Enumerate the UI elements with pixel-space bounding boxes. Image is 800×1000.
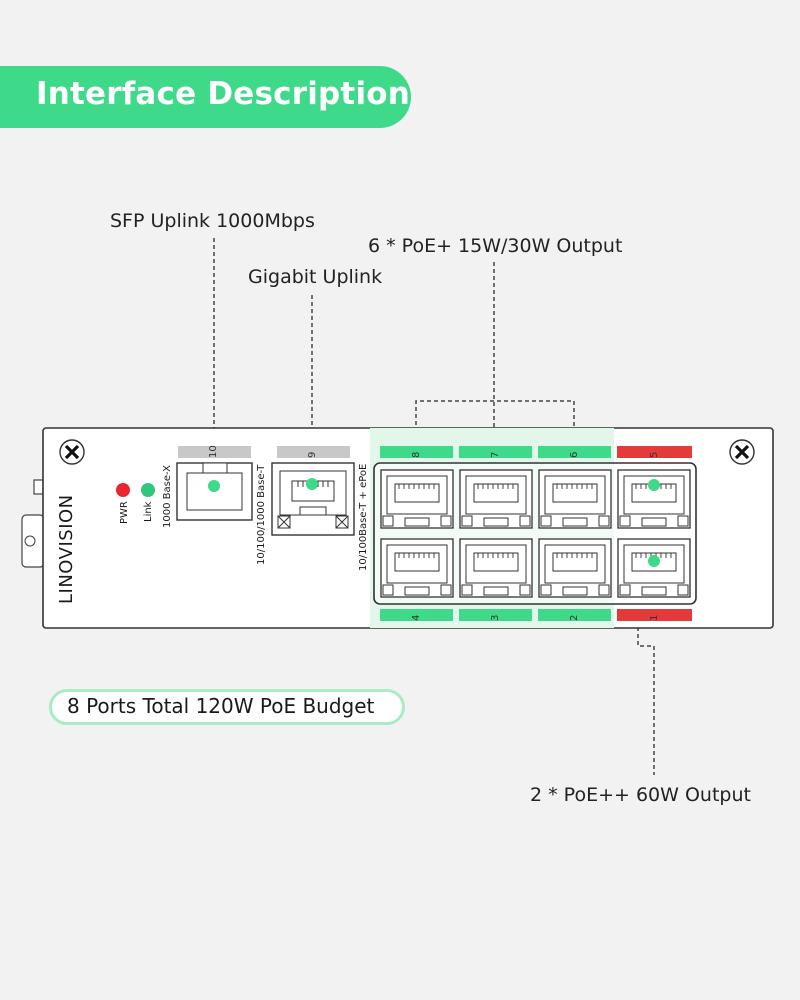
title-banner: [0, 66, 411, 128]
sfp-callout-label: SFP Uplink 1000Mbps: [110, 210, 315, 232]
gigabit-rj45-port-icon: [271, 462, 355, 536]
sfp-type-label: 1000 Base-X: [162, 465, 173, 528]
port-4-number: 4: [411, 614, 422, 621]
poe-port-block: [373, 462, 697, 605]
screw-left-icon: [59, 439, 85, 465]
rj45-type-label: 10/100/1000 Base-T: [256, 464, 267, 565]
poe-plus-callout-label: 6 * PoE+ 15W/30W Output: [368, 235, 623, 257]
rj45-port-8-icon: [380, 469, 454, 529]
port-9-tag: [277, 446, 350, 458]
poe-budget-text: 8 Ports Total 120W PoE Budget: [67, 694, 375, 718]
poe-rj45-ports: [380, 469, 691, 598]
port-7-number: 7: [490, 451, 501, 458]
side-bracket: [33, 479, 44, 495]
port-1-number: 1: [649, 614, 660, 621]
screw-right-icon: [729, 439, 755, 465]
port-2-tag: [538, 609, 611, 621]
port-3-number: 3: [490, 614, 501, 621]
page-title: Interface Description: [36, 76, 411, 112]
port-5-number: 5: [649, 451, 660, 458]
port-8-number: 8: [411, 451, 422, 458]
port-1-tag: [617, 609, 692, 621]
port-6-number: 6: [569, 451, 580, 458]
port-8-tag: [380, 446, 453, 458]
link-led-label: Link: [143, 501, 154, 522]
poe-plus-bracket: [415, 400, 575, 432]
pwr-led: [116, 483, 130, 497]
rj45-port-2-icon: [538, 538, 612, 598]
brand-logo-text: LINOVISION: [56, 494, 77, 604]
rj45-port-3-icon: [459, 538, 533, 598]
sfp-port-icon: [176, 462, 253, 521]
poe-type-label: 10/100Base-T + ePoE: [358, 463, 369, 571]
port-3-tag: [459, 609, 532, 621]
port-6-tag: [538, 446, 611, 458]
gigabit-callout-label: Gigabit Uplink: [248, 266, 383, 288]
link-led: [141, 483, 155, 497]
rj45-port-6-icon: [538, 469, 612, 529]
rj45-port-4-icon: [380, 538, 454, 598]
port-5-tag: [617, 446, 692, 458]
rj45-port-7-icon: [459, 469, 533, 529]
rj45-port-5-icon: [617, 469, 691, 529]
port-7-tag: [459, 446, 532, 458]
port-10-tag: [178, 446, 251, 458]
port-2-number: 2: [569, 614, 580, 621]
port-9-number: 9: [307, 451, 318, 458]
poe-plusplus-callout-label: 2 * PoE++ 60W Output: [530, 784, 751, 806]
port-4-tag: [380, 609, 453, 621]
poe-plusplus-leader-line: [637, 620, 655, 775]
rj45-port-1-icon: [617, 538, 691, 598]
poe-budget-pill: [49, 689, 405, 725]
pwr-led-label: PWR: [119, 501, 130, 524]
port-10-number: 10: [208, 445, 219, 458]
